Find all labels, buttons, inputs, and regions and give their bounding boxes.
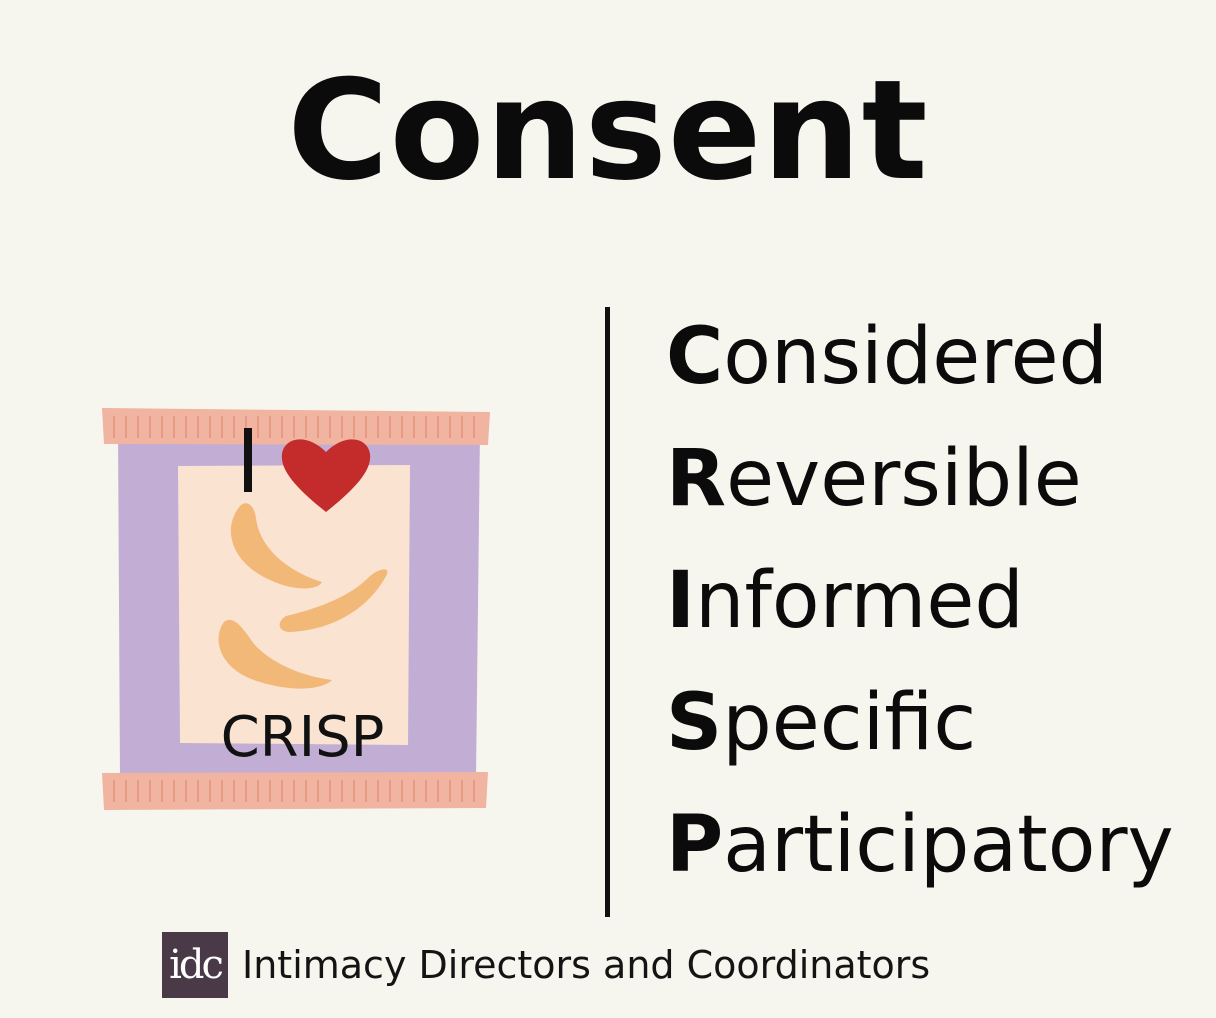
bag-window xyxy=(178,465,410,745)
acronym-word-rest: nformed xyxy=(695,556,1024,646)
bag-i-letter xyxy=(244,428,252,492)
acronym-letter: R xyxy=(666,434,727,524)
bag-top-crimp-lines xyxy=(113,416,475,438)
acronym-word-rest: eversible xyxy=(726,434,1082,524)
acronym-item-specific: Specific xyxy=(666,673,1174,795)
bag-bottom-crimp-lines xyxy=(113,780,475,802)
crisp-acronym-list: Considered Reversible Informed Specific … xyxy=(666,307,1174,917)
acronym-letter: C xyxy=(666,312,724,402)
acronym-item-reversible: Reversible xyxy=(666,429,1174,551)
acronym-letter: P xyxy=(666,800,724,890)
bag-label: CRISP xyxy=(220,705,385,770)
bag-top-crimp xyxy=(102,408,490,445)
acronym-letter: S xyxy=(666,678,723,768)
chip-bag-graphic xyxy=(102,408,490,810)
chip-bag-illustration: CRISP xyxy=(100,400,495,820)
acronym-item-participatory: Participatory xyxy=(666,795,1174,917)
idc-logo: idc xyxy=(162,932,228,998)
acronym-word-rest: onsidered xyxy=(723,312,1109,402)
page-title: Consent xyxy=(287,50,929,211)
chip-2 xyxy=(279,569,388,632)
acronym-word-rest: articipatory xyxy=(723,800,1174,890)
chip-1 xyxy=(230,503,322,589)
organization-name: Intimacy Directors and Coordinators xyxy=(242,943,931,987)
chip-3 xyxy=(218,619,332,689)
acronym-item-considered: Considered xyxy=(666,307,1174,429)
heart-icon xyxy=(281,439,371,512)
acronym-item-informed: Informed xyxy=(666,551,1174,673)
acronym-word-rest: pecific xyxy=(722,678,977,768)
acronym-letter: I xyxy=(666,556,696,646)
vertical-divider xyxy=(605,307,610,917)
